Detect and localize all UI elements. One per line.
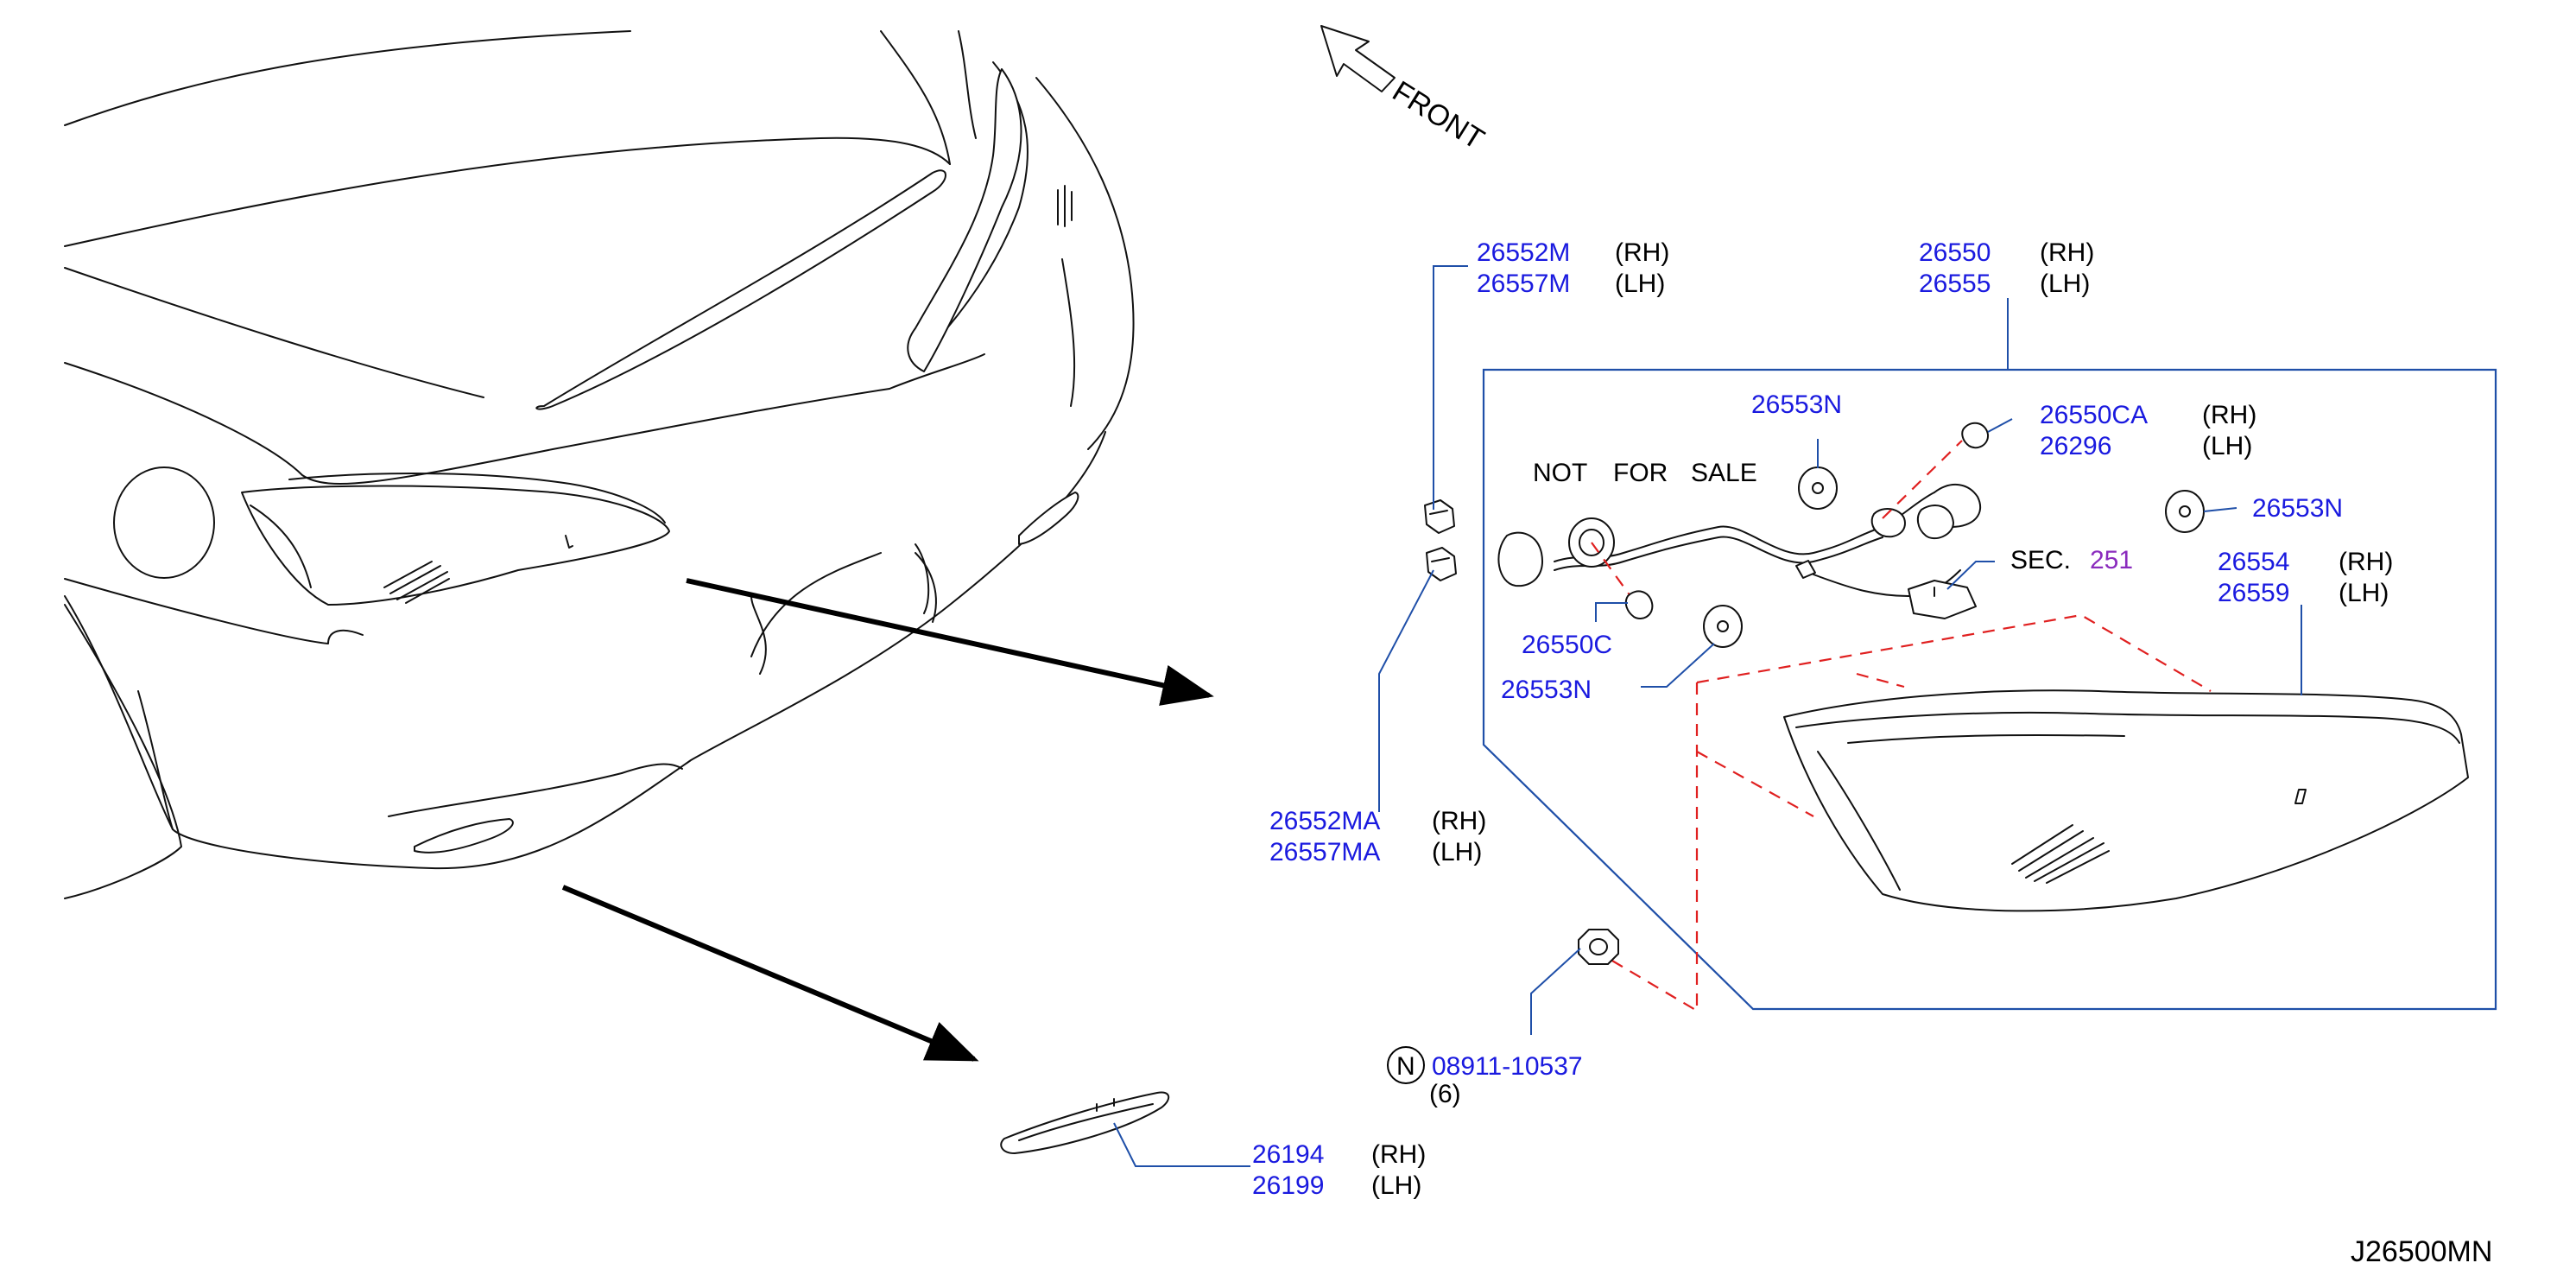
nut-symbol-circle <box>1387 1046 1425 1084</box>
callout-26557ma[interactable]: 26557MA <box>1269 838 1380 866</box>
callout-26194-side: (RH) <box>1371 1140 1426 1169</box>
callout-26550ca-side: (RH) <box>2202 401 2256 429</box>
bulb-socket-top <box>1424 499 1455 534</box>
nut-symbol: N <box>1396 1052 1415 1081</box>
section-ref-number[interactable]: 251 <box>2090 546 2133 574</box>
callout-26554-side: (RH) <box>2339 548 2393 576</box>
side-marker-lamp <box>1000 1091 1170 1154</box>
not-for-sale-not: NOT <box>1533 459 1587 487</box>
not-for-sale-for: FOR <box>1613 459 1668 487</box>
callout-26550ca[interactable]: 26550CA <box>2040 401 2148 429</box>
wiring-harness <box>1497 484 1982 619</box>
not-for-sale-sale: SALE <box>1691 459 1757 487</box>
assembly-boundary <box>1482 368 2497 1011</box>
bulb-26550ca <box>1961 422 1990 449</box>
callout-26552ma[interactable]: 26552MA <box>1269 807 1380 835</box>
headlamp-unit <box>1783 689 2469 912</box>
callout-26552ma-side: (RH) <box>1432 807 1486 835</box>
front-label: FRONT <box>1387 75 1490 156</box>
callout-26550c[interactable]: 26550C <box>1522 631 1612 659</box>
nut-quantity: (6) <box>1429 1080 1461 1108</box>
callout-26199-side: (LH) <box>1371 1171 1421 1200</box>
flange-nut <box>1578 929 1619 965</box>
callout-26555-side: (LH) <box>2040 270 2090 298</box>
dashed-assembly-links <box>1591 440 2212 1012</box>
callout-26553n-top[interactable]: 26553N <box>1751 390 1842 419</box>
bulb-socket-bottom <box>1426 547 1457 581</box>
leader-lines <box>1113 265 2302 1167</box>
callout-26559-side: (LH) <box>2339 579 2389 607</box>
rubber-cap-lower <box>1703 605 1743 648</box>
vehicle-front-illustration <box>64 30 1135 899</box>
callout-26559[interactable]: 26559 <box>2218 579 2289 607</box>
callout-26550-side: (RH) <box>2040 238 2094 267</box>
front-arrow-icon <box>1320 25 1396 92</box>
callout-26194[interactable]: 26194 <box>1252 1140 1324 1169</box>
section-ref-label: SEC. <box>2010 546 2071 574</box>
rubber-cap-top <box>1798 466 1838 510</box>
callout-26296-side: (LH) <box>2202 432 2252 460</box>
arrow-to-headlamp <box>686 578 1214 706</box>
callout-26552m-side: (RH) <box>1615 238 1669 267</box>
arrow-to-side-marker <box>561 885 979 1062</box>
drawing-id: J26500MN <box>2351 1235 2492 1268</box>
callout-26554[interactable]: 26554 <box>2218 548 2289 576</box>
callout-08911-10537[interactable]: 08911-10537 <box>1432 1052 1583 1081</box>
callout-26553n-lower[interactable]: 26553N <box>1501 676 1592 704</box>
callout-26553n-right[interactable]: 26553N <box>2252 494 2343 523</box>
callout-26557ma-side: (LH) <box>1432 838 1482 866</box>
callout-26552m[interactable]: 26552M <box>1477 238 1570 267</box>
rubber-cap-right <box>2165 490 2205 533</box>
callout-26296[interactable]: 26296 <box>2040 432 2111 460</box>
callout-26557m-side: (LH) <box>1615 270 1665 298</box>
callout-26199[interactable]: 26199 <box>1252 1171 1324 1200</box>
bulb-26550c <box>1624 590 1654 619</box>
callout-26555[interactable]: 26555 <box>1919 270 1991 298</box>
callout-26557m[interactable]: 26557M <box>1477 270 1570 298</box>
callout-26550[interactable]: 26550 <box>1919 238 1991 267</box>
